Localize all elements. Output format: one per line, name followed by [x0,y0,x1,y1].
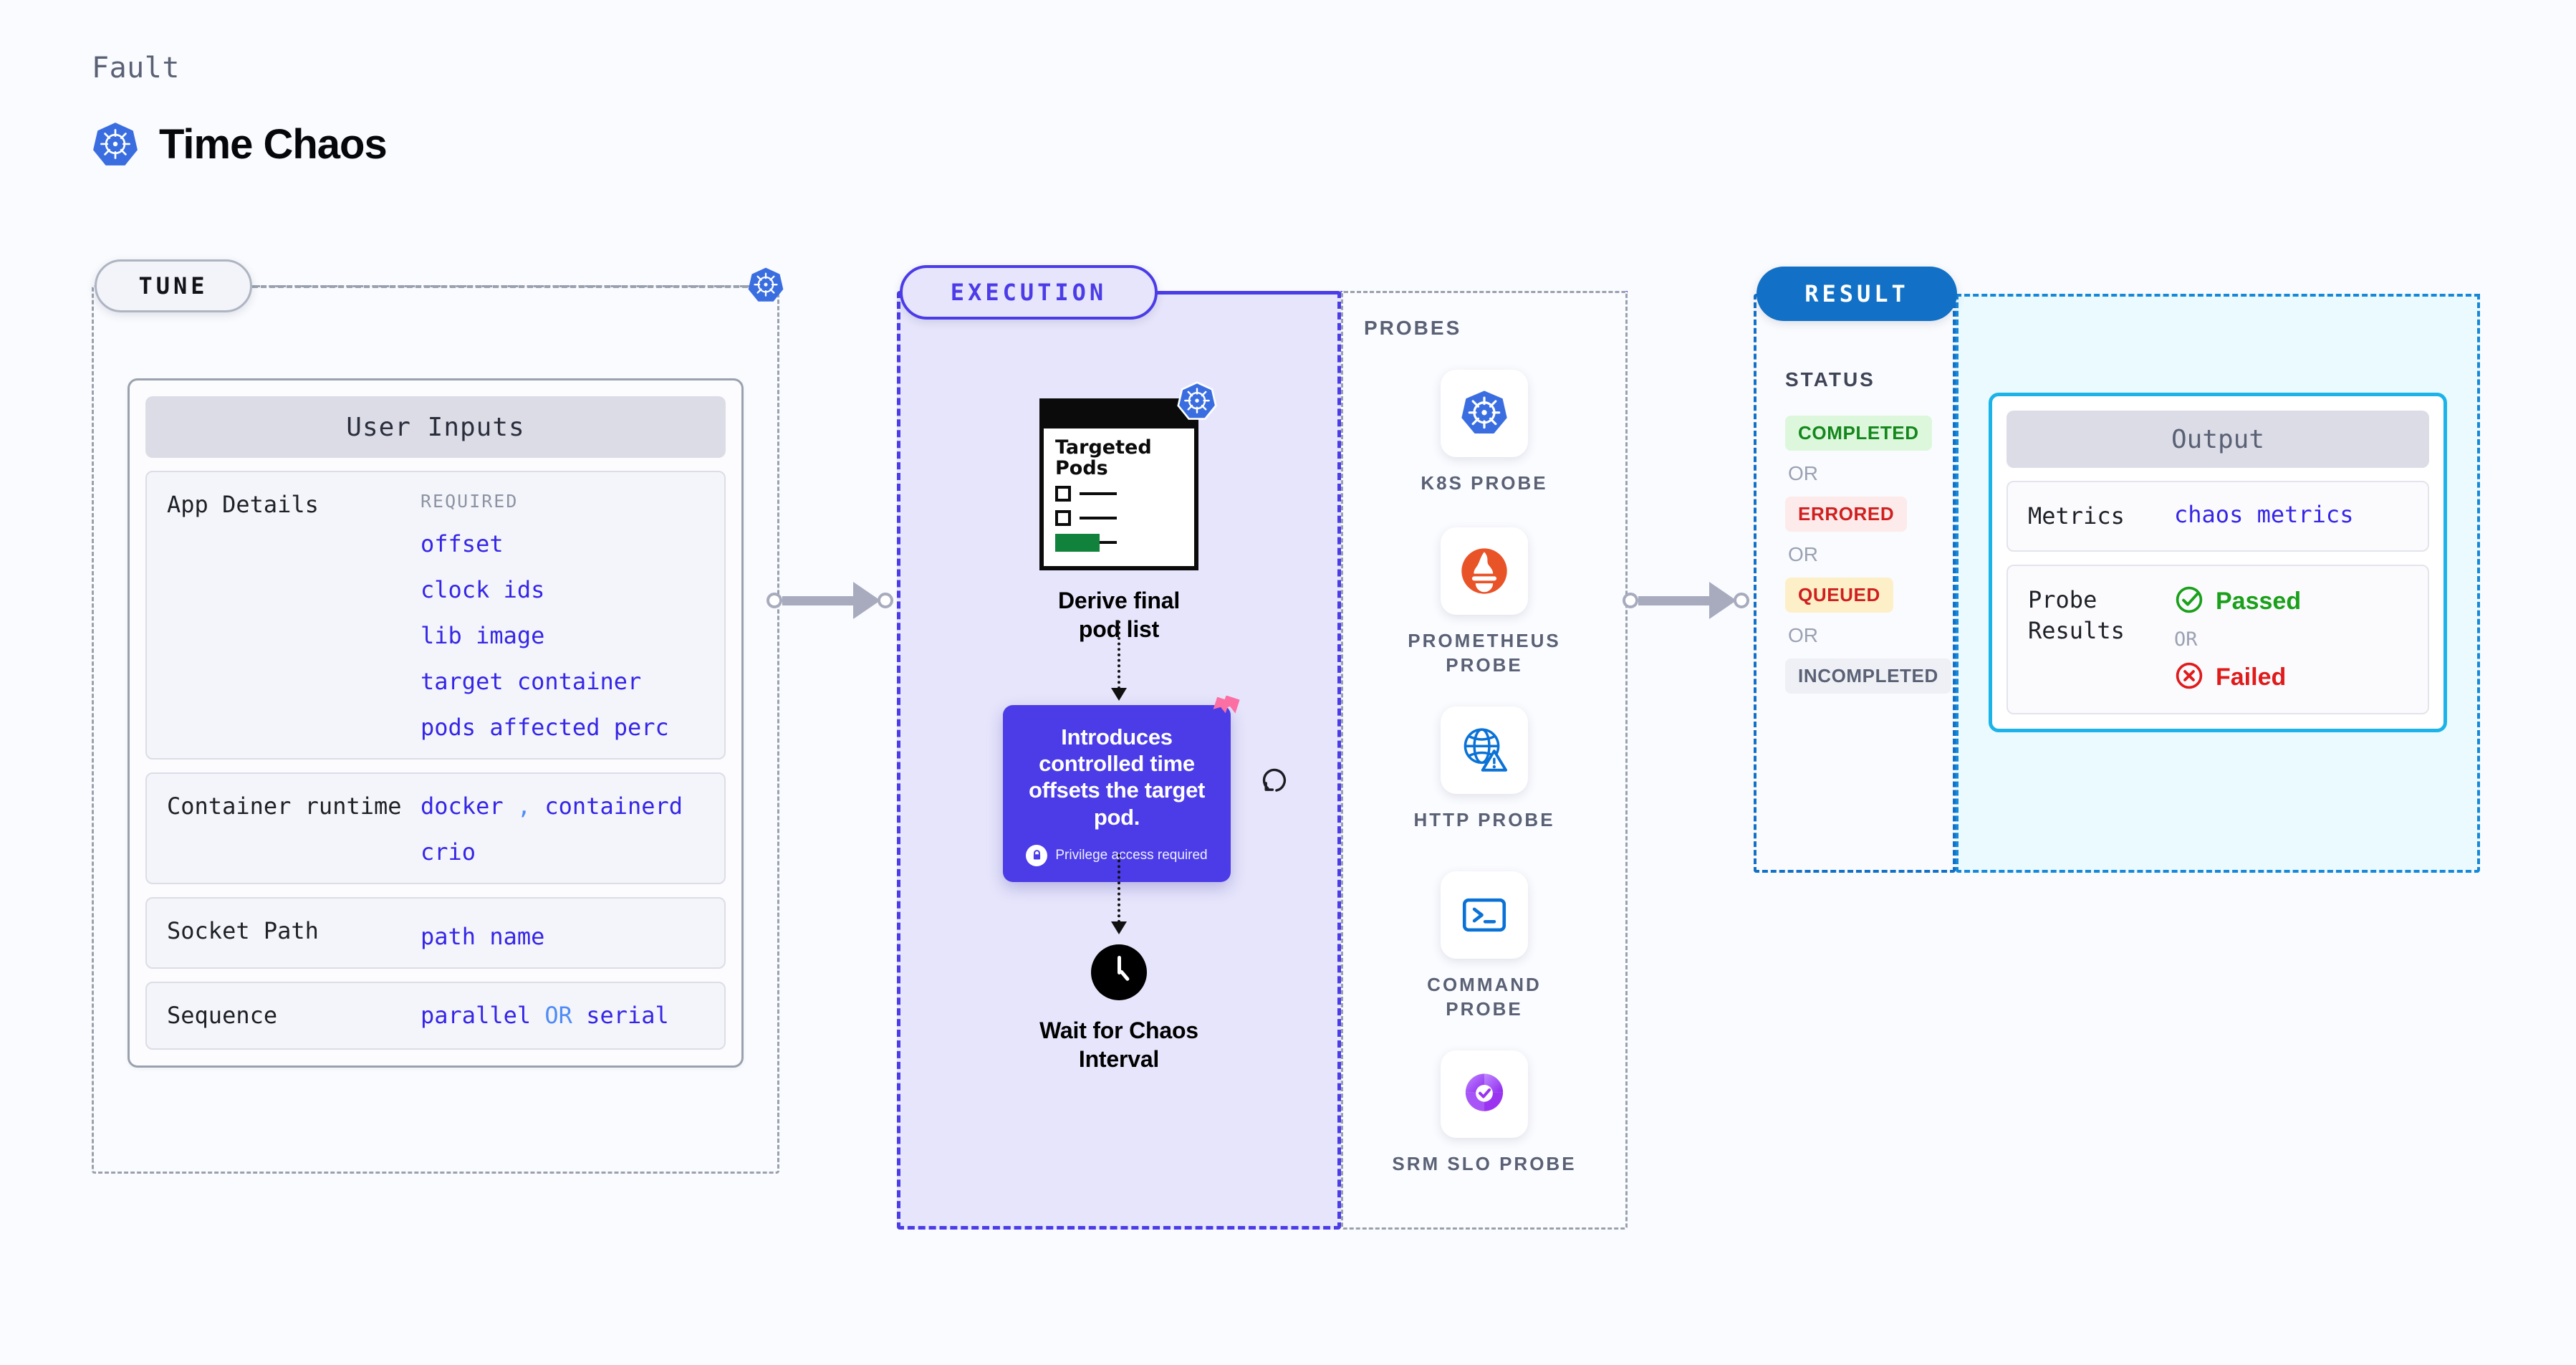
connector-end-dot [1734,593,1749,608]
connector-arrowhead [1709,582,1736,619]
refresh-icon[interactable] [1259,765,1289,799]
tune-row-sequence: Sequence parallel OR serial [145,982,726,1050]
status-header: STATUS [1785,368,1875,391]
output-row-metrics: Metrics chaos metrics [2007,481,2429,552]
probe-k8s[interactable]: K8S PROBE [1391,370,1577,496]
row-label: Sequence [167,1002,278,1029]
harness-ribbon-icon [1212,695,1241,728]
input-value-crio[interactable]: crio [420,838,476,866]
row-label: Socket Path [167,917,319,944]
clock-icon [1091,944,1147,1000]
failed-label: Failed [2216,664,2287,691]
node-derive-final-pod-list: Targeted Pods [1037,381,1217,643]
metrics-value[interactable]: chaos metrics [2174,501,2354,528]
passed-label: Passed [2216,588,2302,616]
connector-arrowhead [853,582,880,619]
prometheus-icon [1441,527,1528,615]
x-circle-icon [2174,661,2204,694]
probes-panel: PROBES K8S PROBE [1341,291,1628,1230]
connector-bar [782,595,854,605]
privilege-badge-label: Privilege access required [1055,847,1208,863]
kubernetes-icon [747,267,784,307]
connector-start-dot [1623,593,1638,608]
tune-row-container-runtime: Container runtime docker , containerd cr… [145,772,726,884]
fault-kicker: Fault [92,52,180,85]
status-badge-errored: ERRORED [1785,497,1908,532]
or-separator: OR [1788,624,1818,646]
output-card: Output Metrics chaos metrics Probe Resul… [1989,393,2447,733]
probe-result-passed: Passed [2174,585,2301,618]
probe-label: PROMETHEUS PROBE [1408,630,1561,676]
input-value-runtime-list[interactable]: docker , containerd [420,792,683,820]
probes-header: PROBES [1364,317,1462,339]
tag-result[interactable]: RESULT [1756,267,1957,321]
tune-row-app-details: App Details REQUIRED offset clock ids li… [145,471,726,760]
probe-label: COMMAND PROBE [1427,974,1542,1020]
clipboard-icon: Targeted Pods [1039,381,1217,570]
probe-prometheus[interactable]: PROMETHEUS PROBE [1391,527,1577,678]
tag-execution[interactable]: EXECUTION [900,265,1158,320]
probe-command[interactable]: COMMAND PROBE [1391,871,1577,1022]
input-value-pods-affected-perc[interactable]: pods affected perc [420,714,669,741]
probe-label: HTTP PROBE [1413,809,1555,830]
node-caption: Wait for Chaos Interval [1039,1017,1198,1072]
kubernetes-icon [1441,370,1528,457]
row-label: App Details [167,491,319,518]
metrics-label: Metrics [2028,502,2125,530]
connector-end-dot [878,593,893,608]
lock-icon [1026,844,1048,866]
input-value-sequence[interactable]: parallel OR serial [420,1002,669,1029]
input-value-path-name[interactable]: path name [420,923,545,950]
required-label: REQUIRED [420,491,519,512]
fault-description-card: Introduces controlled time offsets the t… [1003,695,1240,882]
execution-panel: Targeted Pods [897,291,1341,1230]
tag-tune[interactable]: TUNE [95,259,252,312]
probe-srm-slo[interactable]: SRM SLO PROBE [1391,1050,1577,1177]
output-title: Output [2007,411,2429,468]
kubernetes-icon [1177,381,1217,425]
user-inputs-title: User Inputs [145,396,726,458]
result-status-panel: STATUS COMPLETED OR ERRORED OR QUEUED OR… [1754,294,1956,873]
fault-description-text: Introduces controlled time offsets the t… [1028,724,1206,830]
node-wait-chaos-interval: Wait for Chaos Interval [1037,944,1201,1073]
input-value-offset[interactable]: offset [420,530,504,557]
or-separator: OR [2174,628,2198,651]
status-badge-completed: COMPLETED [1785,416,1932,451]
terminal-icon [1441,871,1528,959]
globe-warning-icon [1441,707,1528,794]
tune-panel: User Inputs App Details REQUIRED offset … [92,285,779,1174]
page-title: Time Chaos [159,121,388,168]
probe-http[interactable]: HTTP PROBE [1391,707,1577,833]
probe-label: SRM SLO PROBE [1392,1153,1577,1174]
status-badge-queued: QUEUED [1785,578,1893,613]
input-value-clock-ids[interactable]: clock ids [420,576,545,603]
output-panel: Output Metrics chaos metrics Probe Resul… [1956,294,2480,873]
status-badge-incompleted: INCOMPLETED [1785,658,1951,694]
probe-label: K8S PROBE [1421,472,1548,494]
user-inputs-card: User Inputs App Details REQUIRED offset … [128,378,744,1068]
connector-tune-execution [766,582,903,619]
connector-execution-result [1623,582,1759,619]
probe-results-label: Probe Results [2028,586,2125,645]
probe-result-failed: Failed [2174,661,2301,694]
privilege-badge: Privilege access required [1022,844,1212,866]
input-value-lib-image[interactable]: lib image [420,622,545,649]
flow-arrow-2 [1111,854,1127,934]
connector-bar [1638,595,1710,605]
or-separator: OR [1788,462,1818,484]
check-circle-icon [2174,585,2204,618]
fault-title-row: Time Chaos [92,120,388,168]
kubernetes-icon [92,121,139,168]
output-row-probe-results: Probe Results Passed OR [2007,565,2429,715]
connector-start-dot [766,593,782,608]
row-label: Container runtime [167,792,402,820]
status-list: COMPLETED OR ERRORED OR QUEUED OR INCOMP… [1785,416,1951,694]
tune-row-socket-path: Socket Path path name [145,897,726,969]
tune-lead-line [252,285,765,288]
flow-arrow-1 [1111,621,1127,701]
clipboard-title: Targeted Pods [1055,436,1152,480]
srm-slo-icon [1441,1050,1528,1138]
or-separator: OR [1788,543,1818,565]
input-value-target-container[interactable]: target container [420,668,642,695]
